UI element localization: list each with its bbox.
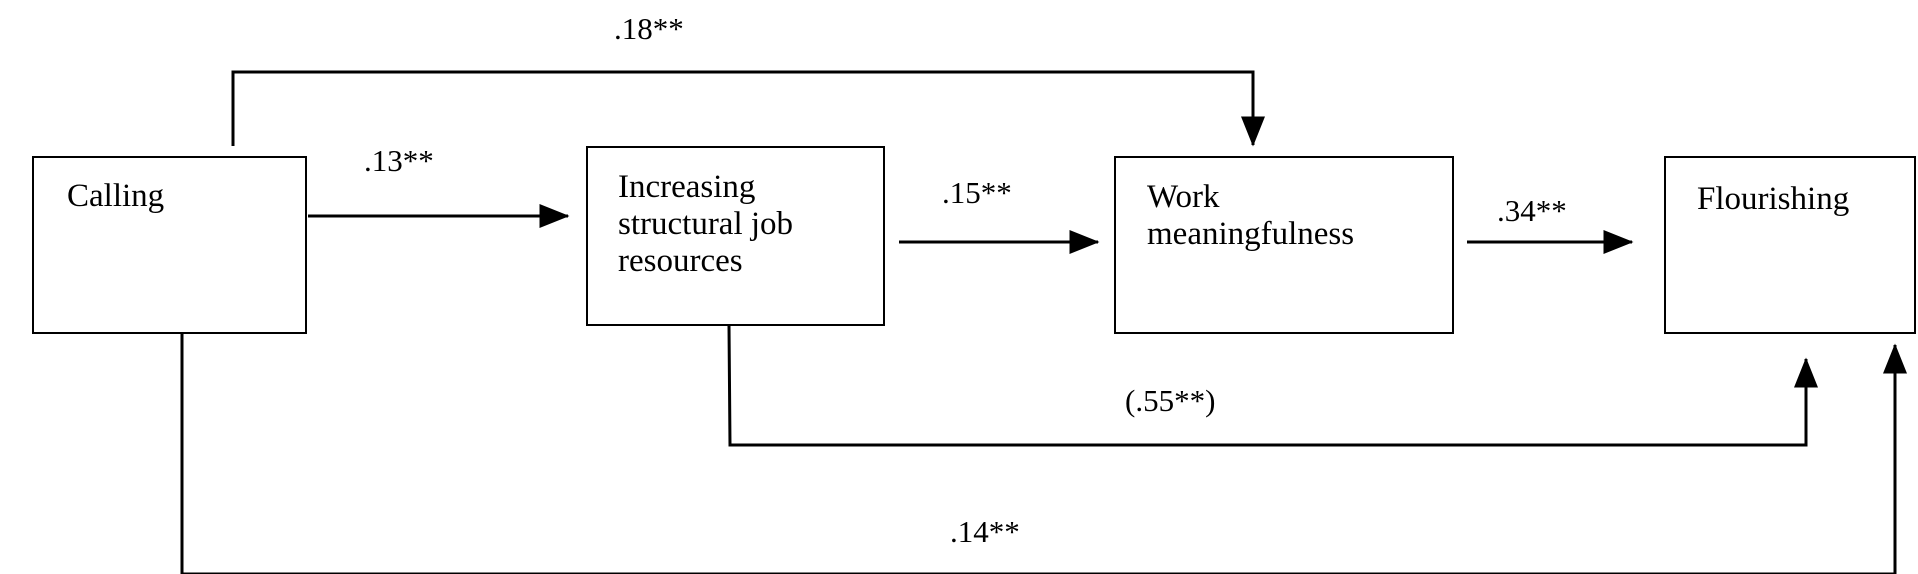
node-calling	[32, 156, 307, 334]
node-work-meaningfulness	[1114, 156, 1454, 334]
node-flourishing	[1664, 156, 1916, 334]
node-calling-label: Calling	[67, 178, 165, 214]
node-structural-resources-label: Increasing structural job resources	[618, 169, 794, 279]
arrow-calling-to-flourishing	[180, 334, 1907, 574]
edge-label-structural-to-flourishing: (.55**)	[1125, 383, 1216, 418]
node-structural-resources	[586, 146, 885, 326]
node-flourishing-label: Flourishing	[1697, 181, 1850, 217]
arrow-calling-to-meaningfulness	[231, 70, 1265, 147]
edge-label-calling-to-meaningfulness: .18**	[614, 11, 684, 46]
edge-label-structural-to-meaningfulness: .15**	[942, 175, 1012, 210]
edge-label-calling-to-structural: .13**	[364, 143, 434, 178]
node-work-meaningfulness-label: Work meaningfulness	[1147, 179, 1355, 252]
edge-label-calling-to-flourishing: .14**	[950, 514, 1020, 549]
arrow-structural-to-flourishing	[727, 325, 1818, 447]
edge-label-meaningfulness-to-flourishing: .34**	[1497, 193, 1567, 228]
